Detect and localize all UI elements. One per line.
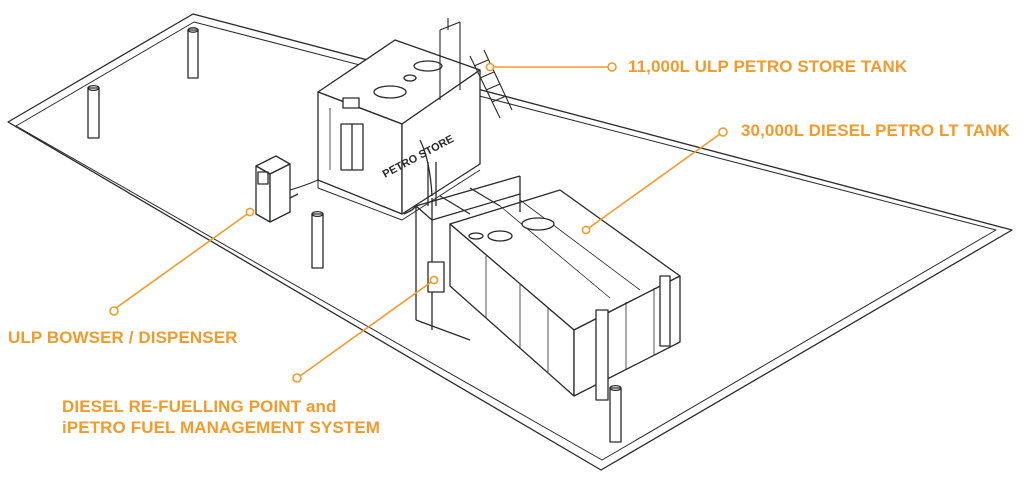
callout-diesel-refuelling-point: DIESEL RE-FUELLING POINT and iPETRO FUEL…: [62, 396, 380, 438]
callout-diesel-lt-tank-text: 30,000L DIESEL PETRO LT TANK: [741, 121, 1010, 140]
callout-leader-diesel-point: [292, 275, 439, 383]
callout-ulp-store-tank-text: 11,000L ULP PETRO STORE TANK: [628, 57, 908, 76]
callout-diesel-point-line2: iPETRO FUEL MANAGEMENT SYSTEM: [62, 418, 381, 437]
callout-ulp-bowser: ULP BOWSER / DISPENSER: [8, 327, 238, 348]
bollard: [609, 384, 622, 443]
callout-diesel-point-line1: DIESEL RE-FUELLING POINT and: [62, 397, 337, 416]
fuel-pipework: [403, 139, 433, 215]
callout-ulp-bowser-text: ULP BOWSER / DISPENSER: [8, 328, 238, 347]
ulp-store-tank: PETRO STORE: [317, 39, 481, 221]
bollards: [87, 27, 622, 443]
diesel-lt-tank: [449, 189, 681, 401]
callout-ulp-store-tank: 11,000L ULP PETRO STORE TANK: [628, 56, 907, 77]
callout-leader-ulp-store-tank: [485, 62, 617, 72]
bollard: [311, 210, 324, 269]
callout-leader-ulp-bowser: [109, 207, 255, 316]
access-ladder: [439, 18, 513, 119]
bollard: [87, 84, 100, 139]
callout-diesel-lt-tank: 30,000L DIESEL PETRO LT TANK: [741, 120, 1010, 141]
ulp-bowser: [255, 155, 319, 223]
callout-leader-diesel-lt-tank: [581, 127, 728, 235]
concrete-slab: [7, 13, 1013, 471]
bollard: [187, 27, 199, 79]
